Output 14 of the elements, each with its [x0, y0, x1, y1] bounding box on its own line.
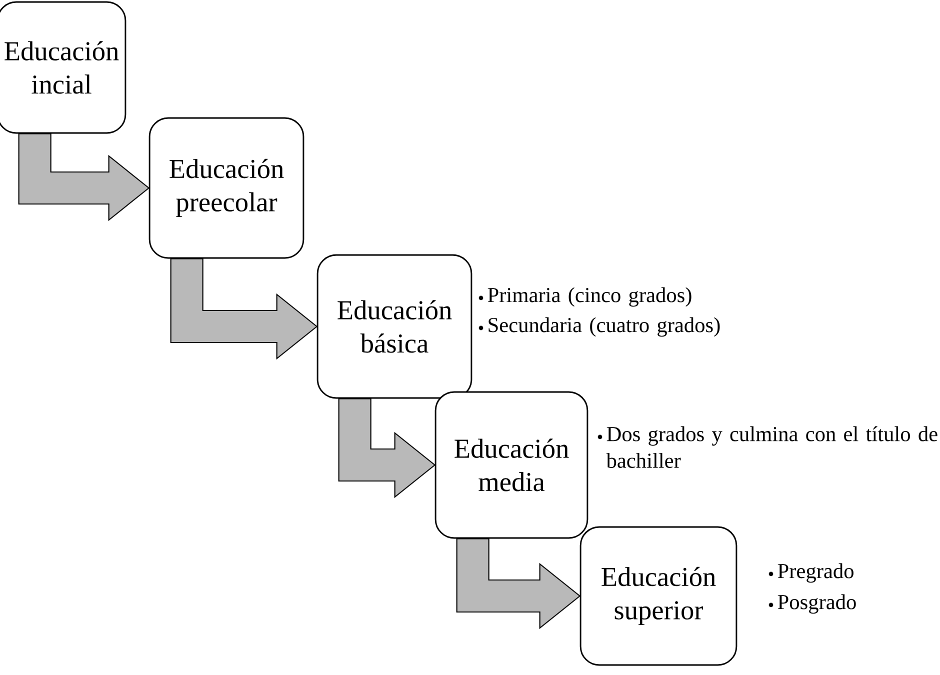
bent-arrow: [338, 398, 436, 498]
stage-box: Educación media: [434, 391, 588, 539]
stage-box: Educación preecolar: [148, 117, 304, 259]
bullet-item: Primaria (cinco grados): [478, 287, 692, 307]
stage-box: Educación incial: [0, 1, 126, 134]
bent-arrow: [18, 133, 150, 222]
bullet-item: Secundaria (cuatro grados): [478, 317, 720, 337]
bent-arrow: [456, 538, 581, 630]
bullet-item: Pregrado: [768, 563, 854, 583]
bullet-item: Dos grados y culmina con el título de bachiller: [598, 426, 938, 468]
stage-box: Educación superior: [580, 526, 738, 666]
bullet-item: Posgrado: [768, 594, 856, 614]
bent-arrow: [170, 258, 318, 360]
stage-box: Educación básica: [316, 254, 472, 399]
